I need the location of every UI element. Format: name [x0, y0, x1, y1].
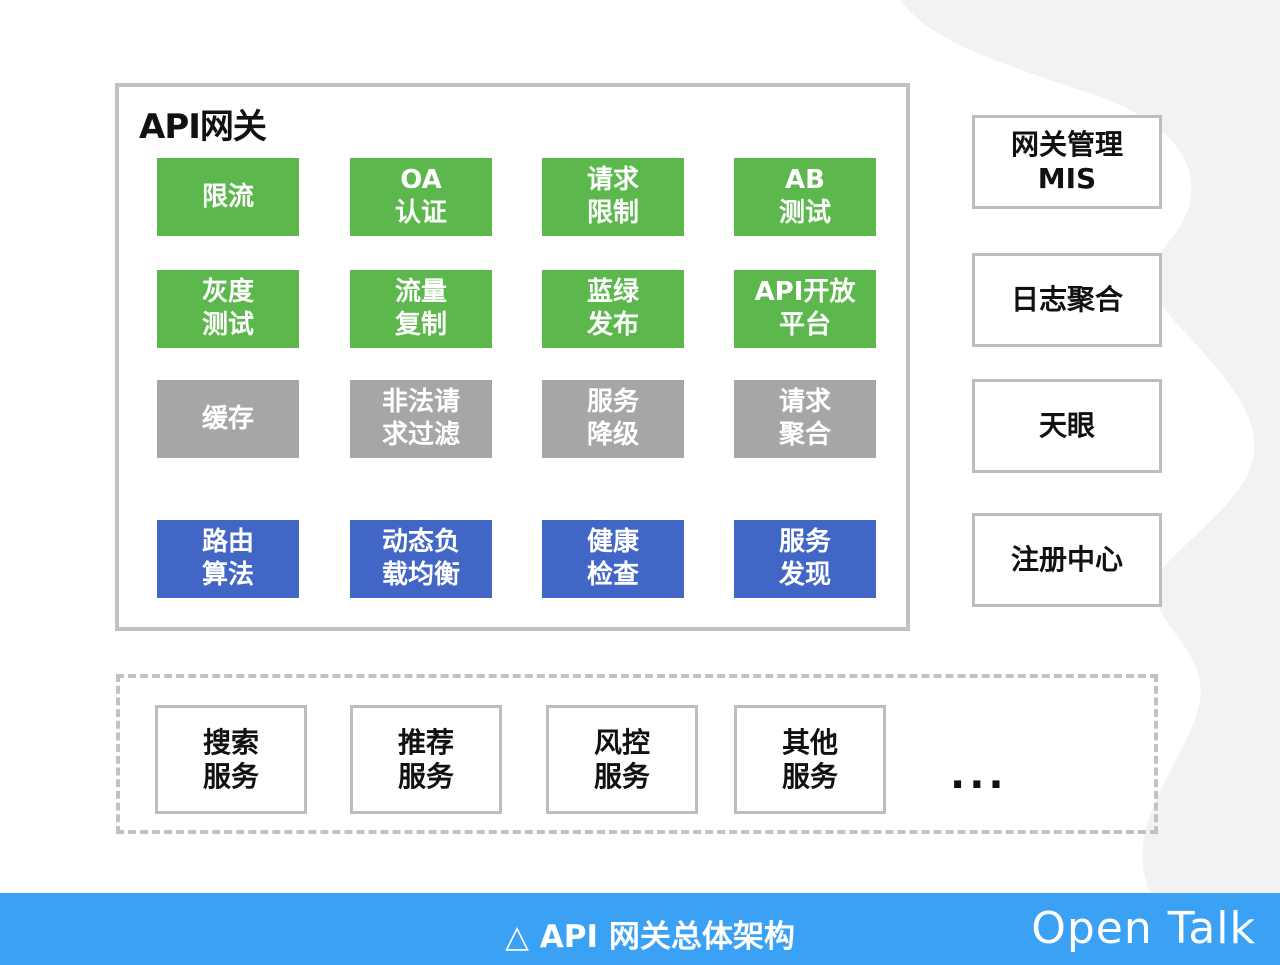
gateway-feature-tile: 灰度 测试 — [157, 270, 299, 348]
gateway-feature-tile: 动态负 载均衡 — [350, 520, 492, 598]
gateway-feature-tile: 蓝绿 发布 — [542, 270, 684, 348]
gateway-feature-tile: 非法请 求过滤 — [350, 380, 492, 458]
brand-logo: Open Talk — [1031, 903, 1256, 954]
gateway-feature-tile: 缓存 — [157, 380, 299, 458]
footer-bar: △ API 网关总体架构 Open Talk — [0, 893, 1280, 965]
gateway-feature-tile: 服务 发现 — [734, 520, 876, 598]
gateway-feature-tile: 限流 — [157, 158, 299, 236]
figure-caption: △ API 网关总体架构 — [505, 919, 795, 955]
side-component-box: 注册中心 — [972, 513, 1162, 607]
backend-service-box: 搜索 服务 — [155, 705, 307, 814]
side-component-box: 天眼 — [972, 379, 1162, 473]
backend-service-box: 风控 服务 — [546, 705, 698, 814]
gateway-feature-tile: API开放 平台 — [734, 270, 876, 348]
services-container — [116, 674, 1158, 834]
gateway-feature-tile: 服务 降级 — [542, 380, 684, 458]
gateway-feature-tile: AB 测试 — [734, 158, 876, 236]
gateway-feature-tile: 流量 复制 — [350, 270, 492, 348]
backend-service-box: 推荐 服务 — [350, 705, 502, 814]
gateway-feature-tile: 路由 算法 — [157, 520, 299, 598]
gateway-feature-tile: OA 认证 — [350, 158, 492, 236]
more-services-ellipsis: ... — [950, 752, 1008, 798]
side-component-box: 日志聚合 — [972, 253, 1162, 347]
gateway-feature-tile: 请求 限制 — [542, 158, 684, 236]
gateway-feature-tile: 健康 检查 — [542, 520, 684, 598]
backend-service-box: 其他 服务 — [734, 705, 886, 814]
gateway-title: API网关 — [139, 107, 267, 147]
side-component-box: 网关管理 MIS — [972, 115, 1162, 209]
gateway-feature-tile: 请求 聚合 — [734, 380, 876, 458]
